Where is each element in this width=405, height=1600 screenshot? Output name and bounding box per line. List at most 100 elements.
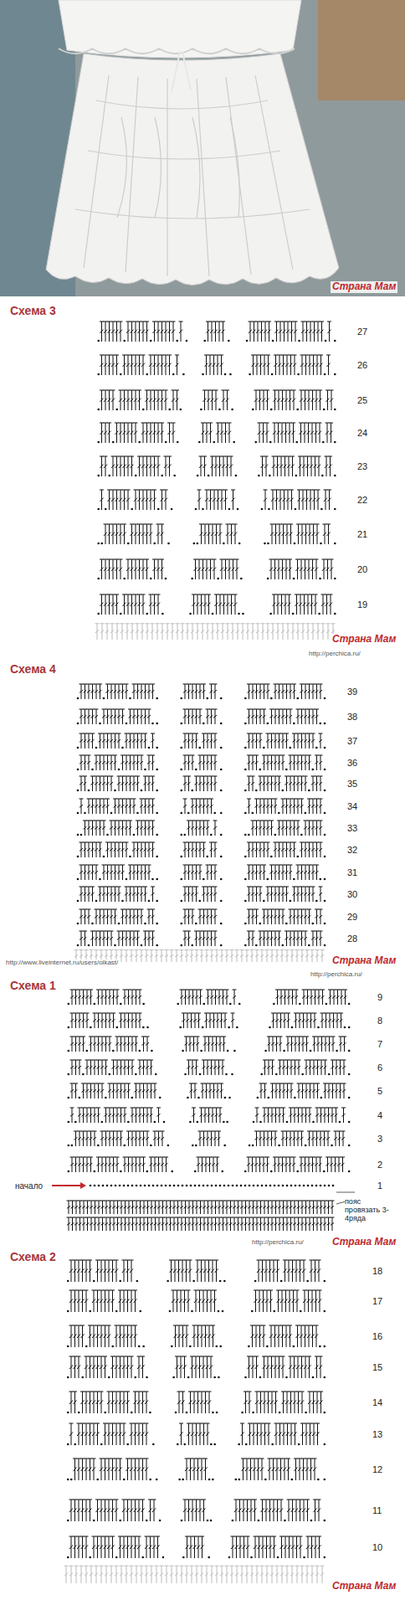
chain-dot [206, 1184, 210, 1187]
row-number: 6 [377, 1061, 383, 1072]
chain-dot [155, 1477, 159, 1481]
chain-dot [153, 542, 156, 545]
chain-dot [295, 474, 298, 477]
chain-dot [211, 1477, 215, 1481]
row-number: 34 [347, 800, 358, 811]
chain-dot [322, 408, 326, 411]
row-number: 11 [372, 1504, 382, 1515]
chain-dot [134, 1072, 138, 1076]
row-number: 20 [357, 563, 368, 575]
chain-dot [228, 1555, 231, 1559]
stitch-row [103, 523, 332, 544]
chain-dot [190, 789, 194, 792]
chain-dot [202, 1002, 206, 1005]
chain-dot [203, 339, 206, 343]
chain-dot [338, 1120, 342, 1123]
faded-row [64, 1564, 325, 1583]
chain-dot [244, 1169, 247, 1173]
chain-dot [146, 1169, 149, 1173]
chain-dot [164, 577, 168, 580]
chain-dot [237, 1442, 241, 1446]
chain-dot [271, 339, 275, 343]
chain-dot [270, 1169, 273, 1173]
row-number: 2 [377, 1158, 383, 1169]
chain-dot [318, 1344, 322, 1348]
chain-dot [66, 1410, 70, 1414]
chain-dot [244, 855, 247, 858]
stitch-row [79, 708, 320, 724]
chain-dot [333, 408, 337, 411]
stitch-row [70, 1107, 347, 1123]
chain-dot [222, 1120, 226, 1123]
watermark: Страна Мам [330, 281, 398, 293]
chain-dot [179, 943, 183, 947]
stitch-row [70, 1035, 348, 1051]
chain-dot [315, 1184, 318, 1187]
chain-dot [309, 1049, 313, 1052]
chain-dot [317, 1025, 320, 1029]
chain-dot [80, 833, 83, 836]
chain-dot [293, 1096, 297, 1099]
chain-dot [216, 577, 220, 580]
chain-dot [179, 899, 183, 903]
chain-dot [333, 339, 337, 343]
chain-dot [220, 1169, 224, 1173]
chain-dot [257, 1518, 261, 1522]
stitch-row [69, 1324, 319, 1347]
chain-dot [323, 373, 327, 376]
row-number: 31 [347, 866, 358, 877]
chain-dot [153, 1120, 157, 1123]
row-number: 17 [372, 1295, 383, 1306]
chain-dot [71, 1143, 74, 1147]
chain-dot [113, 943, 117, 947]
stitch-row [79, 754, 323, 770]
chain-dot [237, 612, 241, 616]
note-text: пояс провязать 3-4ряда [344, 1197, 397, 1223]
chain-dot [131, 1184, 134, 1187]
chain-dot [98, 877, 102, 881]
chain-dot [205, 855, 209, 858]
chain-dot [198, 899, 201, 903]
chain-dot [76, 722, 80, 725]
chain-dot [118, 1518, 122, 1522]
chain-dot [280, 1279, 283, 1282]
chain-dot [324, 339, 328, 343]
chain-dot [76, 697, 80, 700]
chain-dot [348, 1120, 351, 1123]
chain-dot [97, 1143, 100, 1147]
chain-dot [76, 922, 80, 925]
stitch-row [99, 558, 334, 580]
chain-dot [127, 542, 130, 545]
chain-dot [155, 899, 159, 903]
chain-dot [128, 855, 132, 858]
chain-dot [196, 1120, 200, 1123]
chain-dot [266, 877, 270, 881]
chain-dot [262, 746, 266, 749]
chain-dot [235, 474, 238, 477]
chain-dot [285, 922, 288, 925]
chain-dot [85, 1344, 88, 1348]
chain-dot [112, 1049, 115, 1052]
row-number: 13 [372, 1428, 383, 1439]
chain-dot [186, 1096, 190, 1099]
chain-dot [179, 877, 183, 881]
chain-dot [307, 943, 311, 947]
chain-dot [67, 1096, 71, 1099]
chain-dot [264, 1049, 267, 1052]
skirt-photo [0, 0, 405, 297]
chain-dot [244, 811, 247, 815]
chain-dot [125, 722, 129, 725]
chain-dot [198, 1184, 201, 1187]
chain-dot [117, 922, 121, 925]
photo-ground [0, 0, 405, 297]
chain-dot [312, 922, 315, 925]
chain-dot [168, 408, 171, 411]
chain-dot [179, 922, 183, 925]
stitch-row [79, 930, 323, 946]
chain-dot [199, 1049, 203, 1052]
chain-dot [154, 1072, 158, 1076]
chain-dot [251, 1143, 255, 1147]
chain-dot [328, 1072, 331, 1076]
chain-dot [149, 1143, 153, 1147]
